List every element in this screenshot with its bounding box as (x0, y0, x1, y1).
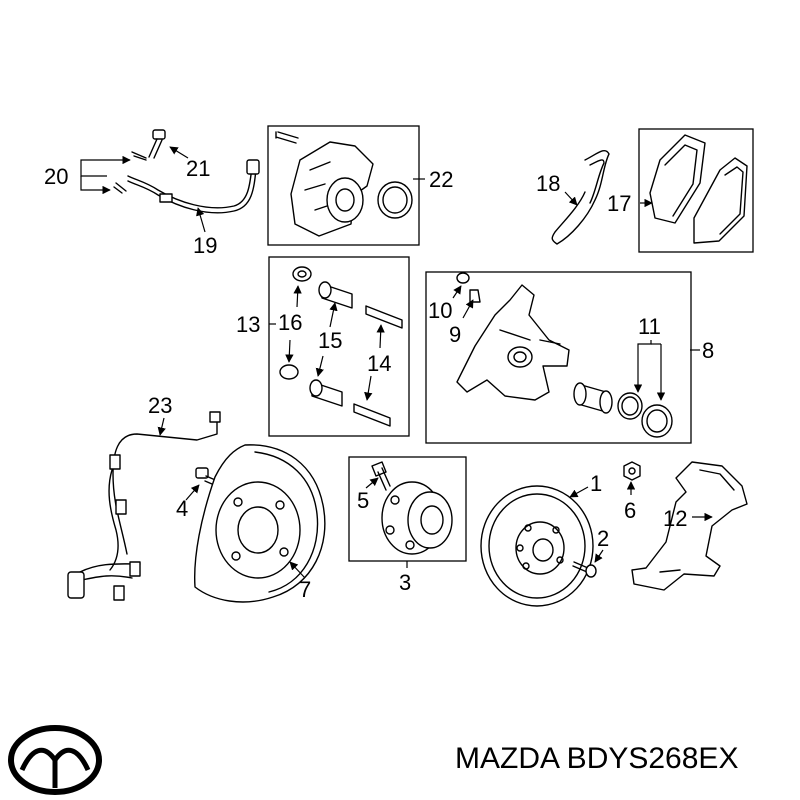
callout-8: 8 (702, 338, 714, 363)
callout-4: 4 (176, 496, 188, 521)
part-number-caption: MAZDA BDYS268EX (455, 742, 739, 775)
callout-23: 23 (148, 393, 172, 418)
part-10-cap (456, 272, 470, 284)
part-2-rotor-screw (572, 561, 597, 578)
part-18-pad-clip (551, 150, 610, 245)
callout-1: 1 (590, 471, 602, 496)
part-23-abs-sensor-wire (67, 411, 221, 601)
part-5-hub-bolt (371, 461, 391, 491)
part-14-guide-pin (353, 305, 403, 427)
part-3-wheel-hub (381, 481, 453, 555)
group-box-8 (425, 271, 692, 444)
callout-17: 17 (607, 191, 631, 216)
callout-14: 14 (367, 351, 391, 376)
part-20-clips (113, 151, 147, 194)
callout-6: 6 (624, 498, 636, 523)
callout-20: 20 (44, 164, 68, 189)
part-11-piston-seals (573, 382, 673, 438)
part-19-brake-hose (127, 159, 260, 214)
part-6-nut (623, 461, 641, 481)
group-box-17 (638, 128, 754, 253)
callout-13: 13 (236, 312, 260, 337)
part-22-parking-motor (275, 131, 413, 237)
part-12-caliper-bracket (631, 461, 748, 591)
callout-18: 18 (536, 171, 560, 196)
group-box-22 (267, 125, 420, 246)
callout-3: 3 (399, 570, 411, 595)
callout-22: 22 (429, 167, 453, 192)
callout-5: 5 (357, 488, 369, 513)
callout-2: 2 (597, 526, 609, 551)
callout-16: 16 (278, 310, 302, 335)
part-1-brake-rotor (480, 485, 594, 607)
callout-21: 21 (186, 156, 210, 181)
part-21-bolt (148, 129, 166, 159)
part-9-bleeder (469, 289, 481, 303)
callout-19: 19 (193, 233, 217, 258)
mazda-logo-icon (8, 725, 102, 795)
group-box-13 (268, 256, 410, 437)
callout-9: 9 (449, 322, 461, 347)
part-16-bushing (279, 266, 312, 380)
part-15-sleeve (309, 281, 353, 407)
callout-7: 7 (299, 577, 311, 602)
callout-11: 11 (638, 314, 661, 339)
callout-10: 10 (428, 298, 452, 323)
callout-15: 15 (318, 328, 342, 353)
callout-12: 12 (663, 506, 687, 531)
part-17-brake-pads (649, 134, 748, 244)
part-8-caliper-housing (456, 284, 570, 401)
